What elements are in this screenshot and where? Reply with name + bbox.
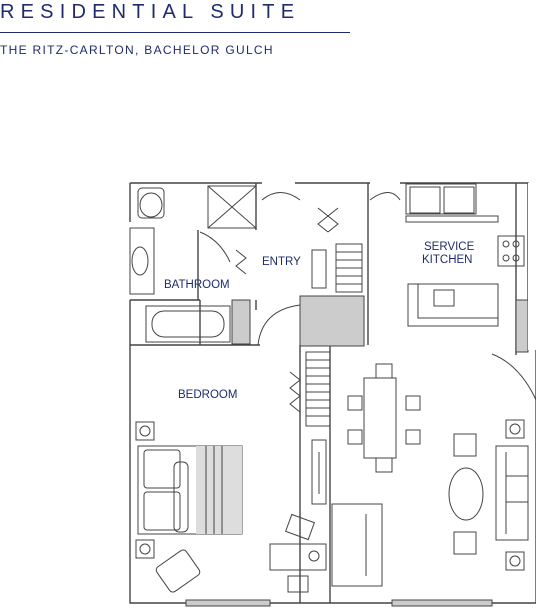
room-label-bedroom: BEDROOM (178, 389, 237, 401)
walls (129, 182, 536, 604)
entry-fixtures (235, 192, 401, 346)
room-label-kitchen: KITCHEN (422, 254, 472, 266)
living-fixtures (331, 363, 529, 587)
wall-fills (185, 183, 536, 607)
room-label-bathroom: BATHROOM (164, 279, 230, 291)
page-title: RESIDENTIAL SUITE (0, 1, 301, 23)
room-label-service: SERVICE (424, 241, 475, 253)
room-labels: BATHROOM ENTRY SERVICE KITCHEN BEDROOM (164, 241, 475, 401)
bedroom-fixtures (135, 351, 331, 593)
title-divider (0, 32, 350, 33)
page-subtitle: THE RITZ-CARLTON, BACHELOR GULCH (0, 43, 274, 57)
bathroom-fixtures (129, 185, 257, 343)
room-label-entry: ENTRY (262, 256, 301, 268)
kitchen-fixtures (405, 183, 536, 401)
